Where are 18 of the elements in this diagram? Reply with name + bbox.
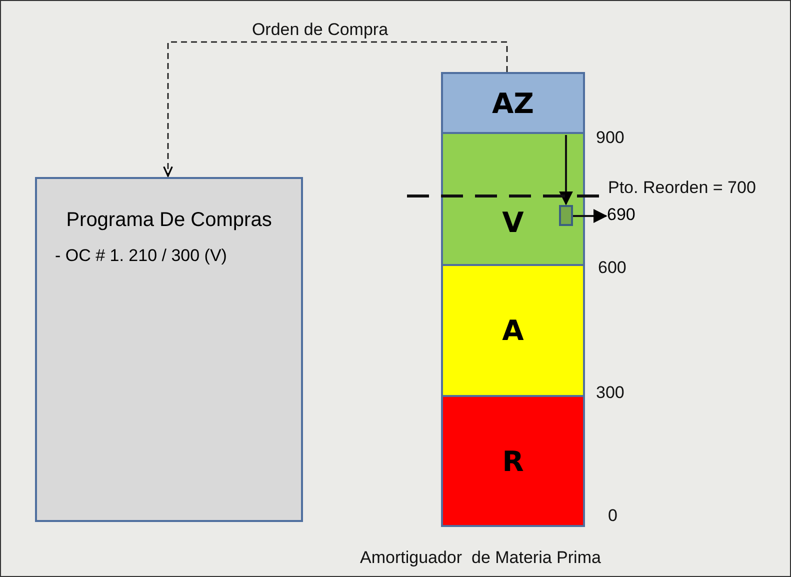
stock-level-marker xyxy=(559,205,573,226)
arrow xyxy=(559,135,573,206)
reorder-point-label: Pto. Reorden = 700 xyxy=(608,178,756,198)
arrow xyxy=(573,209,608,223)
buffer-zone: V xyxy=(441,134,585,266)
buffer-zone: AZ xyxy=(441,72,585,134)
level-value: 300 xyxy=(596,383,624,403)
buffer-zone: A xyxy=(441,266,585,397)
level-value: 900 xyxy=(596,128,624,148)
buffer-zone: R xyxy=(441,397,585,527)
dashed-arrow xyxy=(163,41,508,177)
level-value: 0 xyxy=(608,506,618,526)
level-value: 600 xyxy=(598,258,626,278)
buffer-caption: Amortiguador de Materia Prima xyxy=(360,548,601,568)
program-panel xyxy=(35,177,303,522)
order-line: - OC # 1. 210 / 300 (V) xyxy=(55,246,228,266)
level-value: 690 xyxy=(607,205,647,227)
panel-title: Programa De Compras xyxy=(65,209,273,232)
